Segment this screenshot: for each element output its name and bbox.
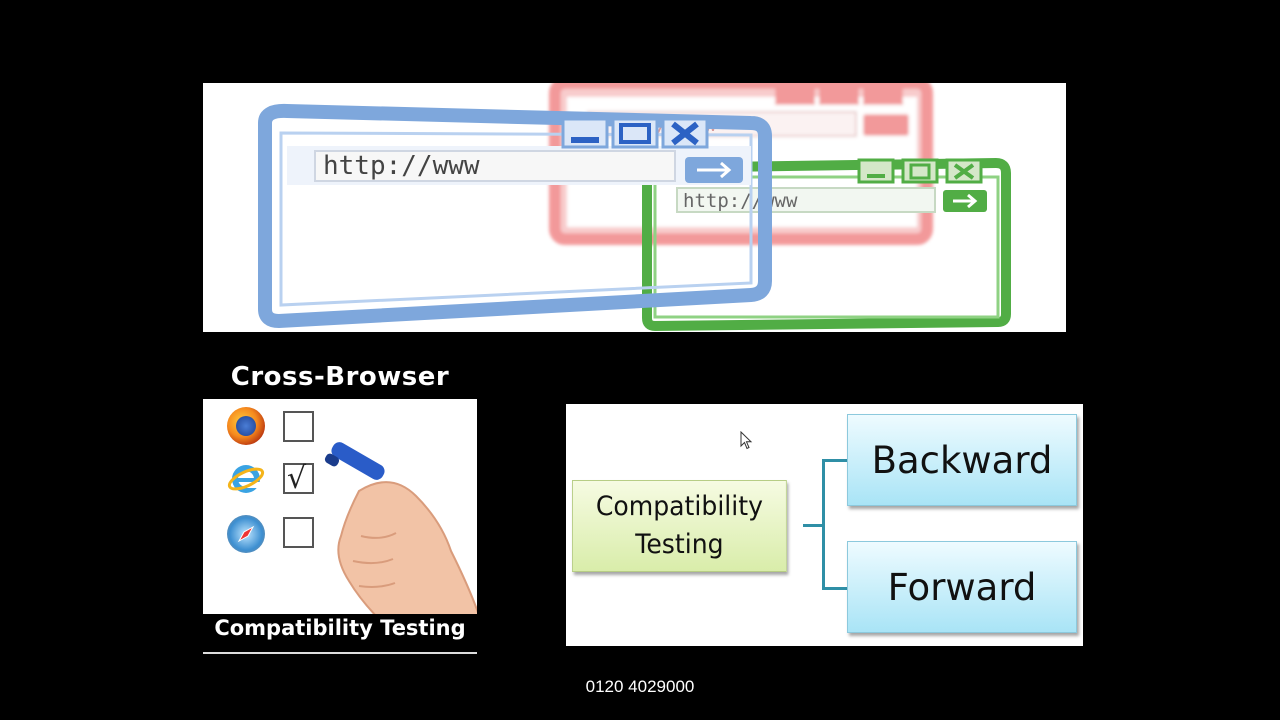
internet-explorer-checkbox: √ bbox=[283, 461, 314, 496]
cross-browser-title: Cross-Browser bbox=[230, 362, 450, 392]
browser-windows-illustration: http://www http://www bbox=[258, 83, 1011, 332]
browser-windows-banner: http://www http://www bbox=[203, 83, 1066, 332]
connector-to-backward bbox=[822, 459, 847, 462]
connector-root-horizontal bbox=[803, 524, 825, 527]
phone-number: 0120 4029000 bbox=[585, 677, 695, 696]
forward-box: Forward bbox=[847, 541, 1077, 633]
connector-to-forward bbox=[822, 587, 847, 590]
firefox-icon bbox=[227, 407, 265, 445]
green-window-url-text: http://www bbox=[683, 190, 798, 212]
hand-with-marker-illustration bbox=[324, 442, 477, 614]
compatibility-diagram-panel: Compatibility Testing Backward Forward bbox=[566, 404, 1083, 646]
browser-checklist-panel: √ bbox=[203, 399, 477, 614]
blue-browser-window bbox=[258, 103, 772, 329]
backward-box: Backward bbox=[847, 414, 1077, 506]
compatibility-testing-caption: Compatibility Testing bbox=[214, 616, 466, 640]
connector-vertical bbox=[822, 459, 825, 590]
caption-underline bbox=[203, 652, 477, 654]
safari-checkbox bbox=[283, 517, 314, 548]
compatibility-testing-box: Compatibility Testing bbox=[572, 480, 787, 572]
green-browser-window bbox=[642, 157, 1011, 332]
internet-explorer-icon bbox=[227, 459, 265, 497]
blue-window-url-text: http://www bbox=[323, 151, 480, 181]
check-mark-icon: √ bbox=[287, 461, 307, 496]
safari-icon bbox=[227, 515, 265, 553]
mouse-cursor-icon bbox=[740, 431, 753, 450]
firefox-checkbox bbox=[283, 411, 314, 442]
